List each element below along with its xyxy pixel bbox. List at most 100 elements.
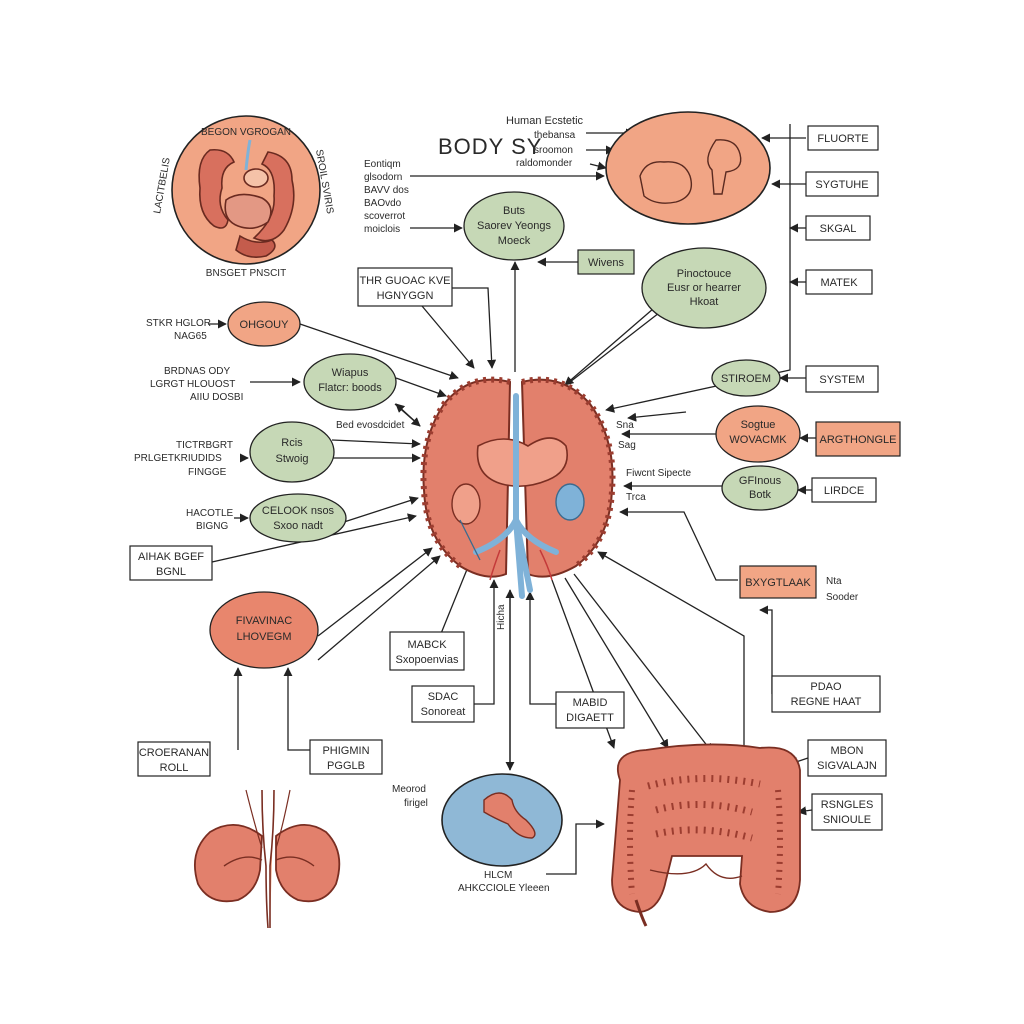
svg-text:SKGAL: SKGAL (820, 223, 857, 235)
svg-text:Sogtue: Sogtue (741, 419, 776, 431)
svg-text:SNIOULE: SNIOULE (823, 814, 871, 826)
digestive-arc-left: LACITBELIS (152, 156, 173, 214)
svg-text:Wiapus: Wiapus (332, 367, 369, 379)
tictrbgrt-line-2: PRLGETKRIUDIDS (134, 453, 222, 464)
svg-text:FLUORTE: FLUORTE (817, 133, 868, 145)
right-side-small-text: Sna Sag Fiwcnt Sipecte Trca Hicha (496, 420, 691, 630)
left-stack-line-6: moiclois (364, 224, 400, 235)
title-subline-4: raldomonder (516, 158, 573, 169)
svg-text:WOVACMK: WOVACMK (729, 434, 787, 446)
svg-text:Sooder: Sooder (826, 592, 859, 603)
svg-text:Sxoo nadt: Sxoo nadt (273, 520, 323, 532)
title-block: BODY SY Human Ecstetic thebansa sroomon … (438, 115, 584, 169)
svg-text:MBON: MBON (831, 745, 864, 757)
svg-text:SYGTUHE: SYGTUHE (815, 179, 868, 191)
digestive-circle: BEGON VGROGAN LACITBELIS SROIL SVIRIS BN… (152, 115, 335, 279)
node-wivens: Wivens (577, 249, 635, 275)
node-fivavinac: FIVAVINAC LHOVEGM (209, 591, 319, 669)
label-mabid: MABID DIGAETT (555, 691, 625, 729)
svg-text:HGNYGGN: HGNYGGN (377, 290, 434, 302)
svg-text:BGNL: BGNL (156, 566, 186, 578)
node-celock: CELOOK nsos Sxoo nadt (249, 493, 347, 543)
svg-text:STIROEM: STIROEM (721, 373, 771, 385)
svg-text:MATEK: MATEK (820, 277, 858, 289)
brdnas-line-2: LGRGT HLOUOST (150, 379, 235, 390)
svg-text:HLCM: HLCM (484, 870, 512, 881)
title-subline-3: sroomon (534, 145, 573, 156)
svg-text:Nta: Nta (826, 576, 842, 587)
top-right-organ-circle (605, 111, 771, 225)
tictrbgrt-line-1: TICTRBGRT (176, 440, 233, 451)
svg-text:REGNE HAAT: REGNE HAAT (791, 696, 862, 708)
label-creoranan: CROERANAN ROLL (137, 741, 211, 777)
reverse-arrow-lines (395, 403, 515, 770)
svg-text:Buts: Buts (503, 205, 526, 217)
tictrbgrt-line-3: FINGGE (188, 467, 227, 478)
svg-text:PGGLB: PGGLB (327, 760, 365, 772)
svg-text:Stwoig: Stwoig (275, 453, 308, 465)
label-aihak: AIHAK BGEF BGNL (129, 545, 213, 581)
svg-text:Eusr or hearrer: Eusr or hearrer (667, 282, 741, 294)
svg-text:SDAC: SDAC (428, 691, 459, 703)
label-skgal: SKGAL (805, 215, 871, 241)
hacotle-line-1: HACOTLE (186, 508, 234, 519)
svg-text:AIHAK BGEF: AIHAK BGEF (138, 551, 204, 563)
svg-text:MABCK: MABCK (407, 639, 447, 651)
svg-text:MABID: MABID (573, 697, 608, 709)
svg-text:Sonoreat: Sonoreat (421, 706, 466, 718)
node-ohgouy: OHGOUY (227, 301, 301, 347)
label-system: SYSTEM (805, 365, 879, 393)
svg-text:ROLL: ROLL (160, 762, 189, 774)
title-subline-1: Human Ecstetic (506, 115, 584, 127)
svg-text:CROERANAN: CROERANAN (139, 747, 209, 759)
label-argtho: ARGTHONGLE (815, 421, 901, 457)
bed-label: Bed evosdcidet (336, 420, 405, 431)
left-stack-line-3: BAVV dos (364, 185, 409, 196)
svg-text:CELOOK nsos: CELOOK nsos (262, 505, 335, 517)
label-lirdce: LIRDCE (811, 477, 877, 503)
stkr-line-1: STKR HGLOR (146, 318, 211, 329)
svg-text:Fiwcnt Sipecte: Fiwcnt Sipecte (626, 468, 691, 479)
intestines-illustration (611, 743, 801, 927)
label-sygtuhe: SYGTUHE (805, 171, 879, 197)
label-mbon: MBON SIGVALAJN (807, 739, 887, 777)
svg-text:Pinoctouce: Pinoctouce (677, 268, 731, 280)
svg-text:LHOVEGM: LHOVEGM (236, 631, 291, 643)
node-rcis: Rcis Stwoig (249, 421, 335, 483)
left-stack-line-2: glsodorn (364, 172, 402, 183)
node-stiroem: STIROEM (711, 359, 781, 397)
svg-text:Meorod: Meorod (392, 784, 426, 795)
svg-text:RSNGLES: RSNGLES (821, 799, 874, 811)
title-subline-2: thebansa (534, 130, 576, 141)
svg-text:Wivens: Wivens (588, 257, 625, 269)
svg-text:FIVAVINAC: FIVAVINAC (236, 615, 292, 627)
svg-text:firigel: firigel (404, 798, 428, 809)
label-nta-sooder: Nta Sooder (826, 576, 859, 603)
label-fluorte: FLUORTE (807, 125, 879, 151)
label-bxygtlaak: BXYGTLAAK (739, 565, 817, 599)
svg-text:BXYGTLAAK: BXYGTLAAK (745, 577, 811, 589)
central-organ (420, 376, 616, 599)
node-pinoctouce: Pinoctouce Eusr or hearrer Hkoat (641, 247, 767, 329)
kidneys-illustration (194, 789, 341, 929)
svg-text:Hicha: Hicha (496, 604, 507, 630)
label-matek: MATEK (805, 269, 873, 295)
svg-text:Hkoat: Hkoat (690, 296, 719, 308)
label-sdac: SDAC Sonoreat (411, 685, 475, 723)
svg-text:Flatcr: boods: Flatcr: boods (318, 382, 382, 394)
node-buts: Buts Saorev Yeongs Moeck (463, 191, 565, 261)
left-stack-line-1: Eontiqm (364, 159, 401, 170)
svg-text:Sag: Sag (618, 440, 636, 451)
page-title: BODY SY (438, 134, 542, 159)
svg-text:LIRDCE: LIRDCE (824, 485, 864, 497)
svg-text:Trca: Trca (626, 492, 646, 503)
svg-text:Sxopoenvias: Sxopoenvias (396, 654, 459, 666)
stkr-line-2: NAG65 (174, 331, 207, 342)
bottom-blue-circle: Meorod firigel HLCM AHKCCIOLE Yleeen (392, 773, 563, 894)
node-wapus: Wiapus Flatcr: boods (303, 353, 397, 411)
brdnas-line-3: AIIU DOSBI (190, 392, 243, 403)
svg-text:THR GUOAC KVE: THR GUOAC KVE (359, 275, 450, 287)
svg-text:SIGVALAJN: SIGVALAJN (817, 760, 877, 772)
digestive-arc-bottom: BNSGET PNSCIT (206, 268, 286, 279)
node-sogtue: Sogtue WOVACMK (715, 405, 801, 463)
